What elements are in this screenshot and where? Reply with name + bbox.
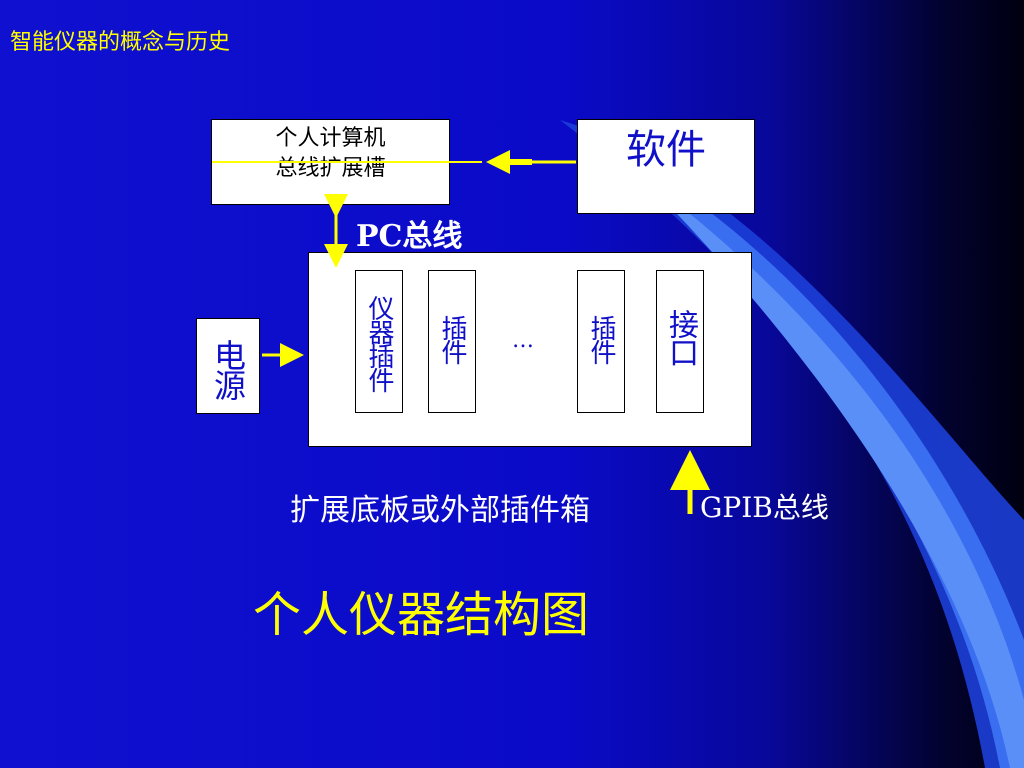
card-2-label: 插件: [586, 315, 616, 363]
pc-bus-label: PC总线: [356, 219, 463, 254]
interface-card-label: 接口: [663, 309, 698, 365]
ellipsis: …: [512, 328, 534, 353]
power-label: 电源: [209, 339, 247, 399]
software-label: 软件: [626, 127, 706, 173]
power-box: 电源: [196, 318, 260, 414]
interface-card: 接口: [656, 270, 704, 413]
software-box: 软件: [577, 119, 755, 214]
instrument-card: 仪器插件: [355, 270, 403, 413]
software-arrow-bar: [494, 159, 532, 165]
page-title: 智能仪器的概念与历史: [10, 30, 231, 55]
gpib-label: GPIB总线: [700, 491, 829, 524]
card-2: 插件: [577, 270, 625, 413]
pc-slot-label-line2: 总线扩展槽: [275, 156, 386, 181]
card-1: 插件: [428, 270, 476, 413]
backplane-label: 扩展底板或外部插件箱: [290, 493, 590, 528]
diagram-caption: 个人仪器结构图: [253, 587, 590, 643]
instrument-card-label: 仪器插件: [364, 295, 394, 391]
card-1-label: 插件: [437, 315, 467, 363]
pc-slot-label-line1: 个人计算机: [275, 126, 386, 151]
